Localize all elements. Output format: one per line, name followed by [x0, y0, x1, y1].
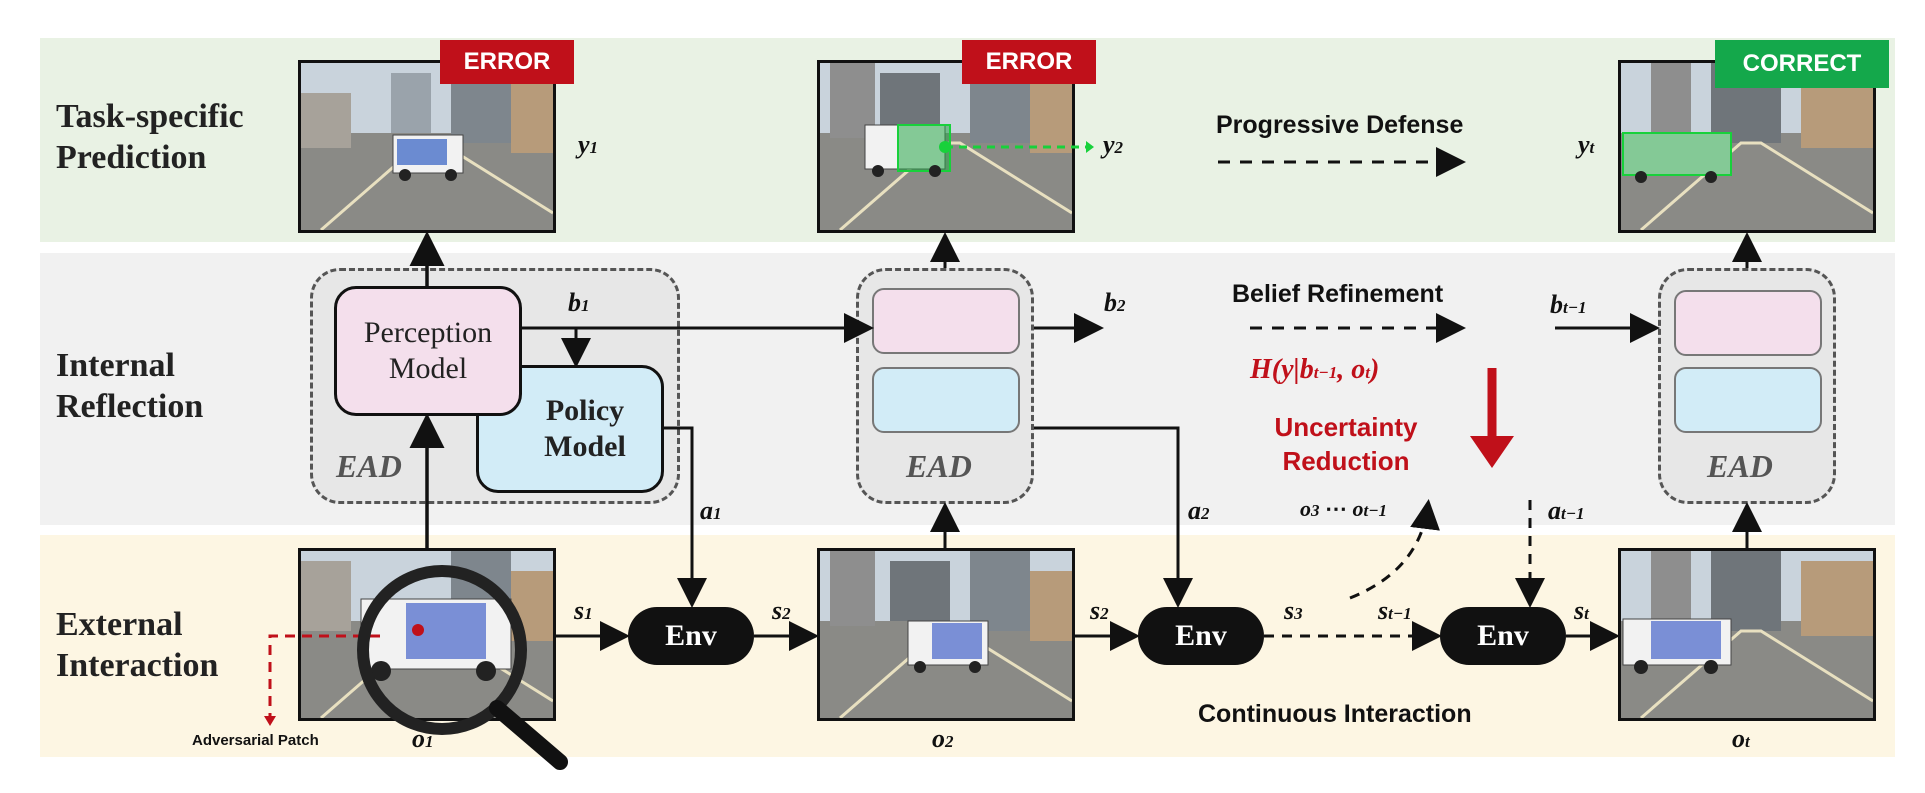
env-node-t: Env — [1440, 607, 1566, 665]
label-st: st — [1574, 596, 1589, 625]
prediction-image-t — [1618, 60, 1876, 233]
ead-label-2: EAD — [906, 448, 972, 484]
street-scene-image — [1621, 551, 1873, 718]
label-b1: b1 — [568, 288, 590, 317]
policy-model-mini-t — [1674, 367, 1822, 433]
label-s2-b: s2 — [1090, 596, 1109, 625]
error-tag-2: ERROR — [962, 40, 1096, 84]
env-node-2: Env — [1138, 607, 1264, 665]
policy-model-label: Policy Model — [544, 394, 626, 463]
belief-refinement-label: Belief Refinement — [1232, 280, 1444, 308]
env-node-1: Env — [628, 607, 754, 665]
label-at1: at−1 — [1548, 496, 1585, 525]
ead-label-t: EAD — [1707, 448, 1773, 484]
policy-model-mini-2 — [872, 367, 1020, 433]
uncertainty-reduction-label: Uncertainty Reduction — [1274, 412, 1418, 476]
perception-model-mini-t — [1674, 290, 1822, 356]
continuous-interaction-label: Continuous Interaction — [1198, 700, 1472, 728]
label-s1: s1 — [574, 596, 593, 625]
label-a1: a1 — [700, 496, 722, 525]
row-label-reflection: Internal Reflection — [56, 347, 204, 425]
label-st1: st−1 — [1378, 596, 1412, 625]
prediction-image-2 — [817, 60, 1075, 233]
label-y2: y2 — [1103, 130, 1124, 159]
perception-model-mini-2 — [872, 288, 1020, 354]
label-y1: y1 — [578, 130, 599, 159]
row-label-prediction: Task-specific Prediction — [56, 98, 244, 176]
progressive-defense-label: Progressive Defense — [1216, 111, 1464, 139]
error-tag-1: ERROR — [440, 40, 574, 84]
observation-image-t — [1618, 548, 1876, 721]
row-label-interaction: External Interaction — [56, 606, 219, 684]
perception-model-box: Perception Model — [334, 286, 522, 416]
perception-model-label: Perception Model — [363, 316, 493, 385]
label-a2: a2 — [1188, 496, 1210, 525]
label-bt1: bt−1 — [1550, 290, 1587, 319]
street-scene-image — [1621, 63, 1873, 230]
street-scene-image — [820, 551, 1072, 718]
label-obs-range: o3 ⋯ ot−1 — [1300, 496, 1388, 521]
label-s3: s3 — [1284, 596, 1303, 625]
correct-tag: CORRECT — [1715, 40, 1889, 88]
label-ot: ot — [1732, 724, 1750, 753]
street-scene-image — [820, 63, 1072, 230]
label-s2-a: s2 — [772, 596, 791, 625]
ead-label-1: EAD — [336, 448, 402, 484]
label-o1: o1 — [412, 724, 434, 753]
entropy-formula: H(y|bt−1, ot) — [1250, 354, 1380, 385]
label-o2: o2 — [932, 724, 954, 753]
observation-image-2 — [817, 548, 1075, 721]
adversarial-patch-label: Adversarial Patch — [192, 732, 319, 749]
label-yt: yt — [1578, 130, 1595, 159]
label-b2: b2 — [1104, 288, 1126, 317]
